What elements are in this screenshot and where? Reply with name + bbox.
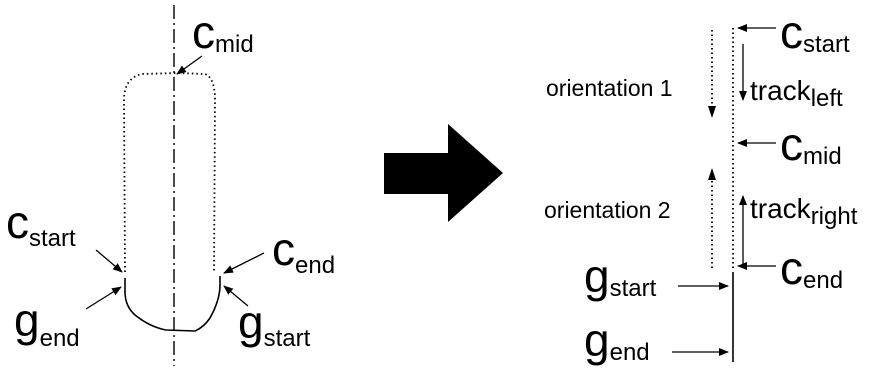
right-c-mid-label: cmid [780,118,842,170]
contour-dotted [123,72,216,273]
left-c-mid-label: cmid [192,6,254,58]
right-figure: orientation 1 orientation 2 cstart track… [544,6,858,366]
left-figure: cmid cstart cend gend gstart [6,5,335,366]
orientation-2-label: orientation 2 [544,197,671,223]
right-g-end-label: gend [584,314,650,366]
left-c-start-label: cstart [6,196,76,252]
orientation-1-label: orientation 1 [546,75,673,101]
orientation-1-arrowhead-icon [708,106,716,118]
left-g-start-arrow [223,285,249,307]
track-right-label: trackright [750,193,858,230]
right-c-start-label: cstart [780,6,850,58]
right-c-end-label: cend [780,242,843,294]
left-c-mid-arrow [176,55,203,75]
left-g-end-label: gend [14,294,80,352]
contour-solid [124,276,221,332]
orientation-2-arrowhead-icon [708,168,716,180]
track-left-label: trackleft [750,75,843,112]
left-g-start-label: gstart [238,296,311,352]
transform-arrow-icon [384,124,503,222]
left-c-end-arrow [223,252,265,274]
left-g-end-arrow [85,286,122,310]
left-c-end-label: cend [272,223,335,279]
right-g-start-label: gstart [584,250,657,302]
left-c-start-arrow [95,249,123,273]
